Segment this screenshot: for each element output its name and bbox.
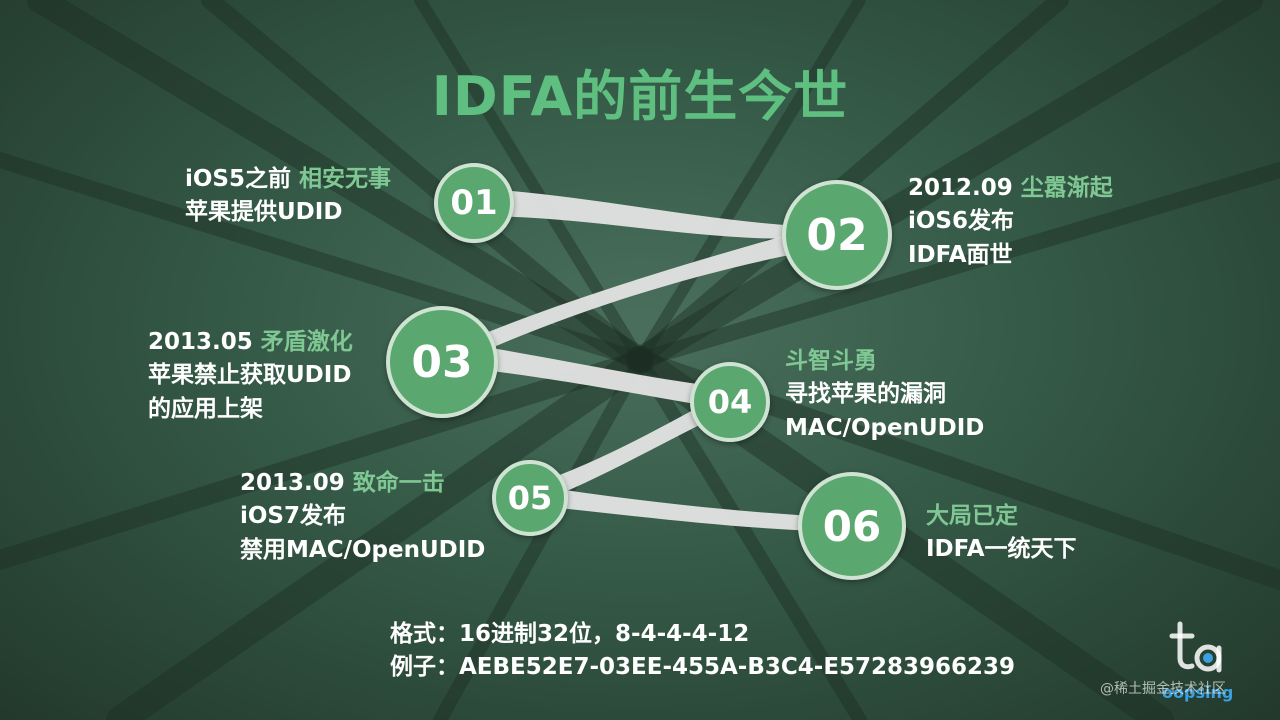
event-04-heading: 斗智斗勇: [785, 345, 984, 378]
event-03: 2013.05 矛盾激化 苹果禁止获取UDID 的应用上架: [148, 326, 353, 426]
connector-04-05: [530, 390, 735, 506]
event-05: 2013.09 致命一击 iOS7发布 禁用MAC/OpenUDID: [240, 467, 485, 567]
step-node-04: 04: [690, 362, 770, 442]
event-06-line-1: IDFA一统天下: [926, 536, 1077, 563]
event-03-line-2: 的应用上架: [148, 395, 263, 422]
event-02-line-1: iOS6发布: [908, 208, 1015, 235]
event-03-line-1: 苹果禁止获取UDID: [148, 362, 352, 389]
step-node-06: 06: [798, 472, 906, 580]
page-title: IDFA的前生今世: [431, 65, 849, 128]
event-02-heading: 2012.09 尘嚣渐起: [908, 175, 1113, 201]
ta-logo-icon: [1169, 621, 1222, 673]
connector-01-02: [474, 188, 830, 239]
event-06: 大局已定 IDFA一统天下: [926, 500, 1077, 567]
event-01: iOS5之前 相安无事 苹果提供UDID: [185, 163, 391, 230]
event-01-highlight: 相安无事: [299, 166, 392, 192]
format-line: 格式：16进制32位，8-4-4-4-12: [390, 621, 750, 647]
example-line: 例子：AEBE52E7-03EE-455A-B3C4-E57283966239: [390, 653, 1016, 680]
event-06-heading: 大局已定: [926, 500, 1077, 533]
event-03-heading: 2013.05 矛盾激化: [148, 329, 353, 355]
connector-03-04: [442, 340, 730, 410]
step-node-01: 01: [434, 163, 514, 243]
brand-text: oopsing: [1162, 683, 1234, 702]
event-03-highlight: 矛盾激化: [260, 329, 353, 355]
event-06-highlight: 大局已定: [926, 503, 1018, 529]
event-04: 斗智斗勇 寻找苹果的漏洞 MAC/OpenUDID: [785, 345, 984, 445]
event-02: 2012.09 尘嚣渐起 iOS6发布 IDFA面世: [908, 172, 1113, 272]
step-node-05: 05: [492, 460, 568, 536]
event-01-heading: iOS5之前 相安无事: [185, 166, 392, 192]
event-01-line-1: 苹果提供UDID: [185, 199, 343, 226]
event-05-line-1: iOS7发布: [240, 503, 347, 530]
idfa-format-block: 格式：16进制32位，8-4-4-4-12 例子：AEBE52E7-03EE-4…: [390, 618, 1015, 683]
event-05-line-2: 禁用MAC/OpenUDID: [240, 536, 486, 563]
watermark: @稀土掘金技术社区: [1100, 681, 1226, 697]
event-04-highlight: 斗智斗勇: [785, 348, 877, 374]
step-node-03: 03: [386, 306, 498, 418]
event-05-highlight: 致命一击: [352, 470, 445, 496]
event-02-highlight: 尘嚣渐起: [1020, 175, 1113, 201]
connector-02-03: [442, 224, 836, 370]
event-04-line-1: 寻找苹果的漏洞: [785, 381, 946, 408]
event-02-line-2: IDFA面世: [908, 241, 1013, 268]
connector-05-06: [530, 485, 850, 532]
event-04-line-2: MAC/OpenUDID: [785, 414, 985, 441]
event-05-heading: 2013.09 致命一击: [240, 470, 445, 496]
step-node-02: 02: [782, 180, 892, 290]
